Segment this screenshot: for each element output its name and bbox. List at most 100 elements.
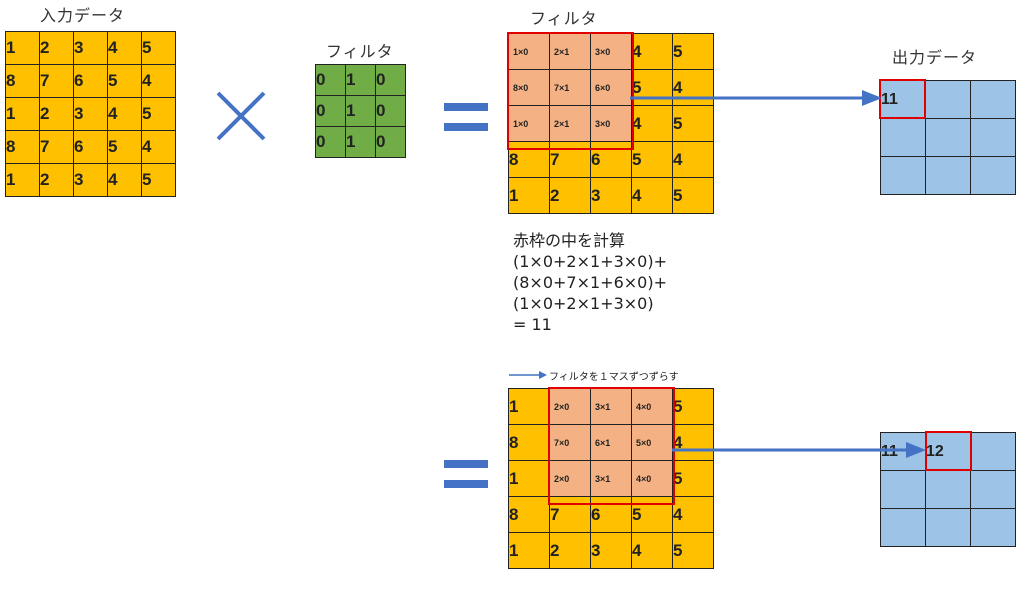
input-cell: 8	[5, 130, 40, 164]
filter-grid: 0 1 0 0 1 0 0 1 0	[315, 64, 406, 158]
input-cell: 1	[5, 97, 40, 131]
filter-label: フィルタ	[326, 42, 394, 61]
step1-grid: 1×0 2×1 3×0 4 5 8×0 7×1 6×0 5 4 1×0 2×1 …	[508, 33, 714, 214]
calculation-text: 赤枠の中を計算 (1×0+2×1+3×0)+ (8×0+7×1+6×0)+ (1…	[513, 230, 667, 335]
input-cell: 5	[107, 64, 142, 98]
input-cell: 5	[141, 163, 176, 197]
grid-cell: 4	[672, 69, 714, 106]
arrow-icon	[672, 442, 926, 458]
input-cell: 1	[5, 163, 40, 197]
grid-cell: 1	[508, 177, 550, 214]
input-cell: 2	[39, 31, 74, 65]
table-row: 0 1 0	[315, 126, 406, 158]
input-cell: 7	[39, 64, 74, 98]
highlight-cell: 1×0	[508, 105, 550, 142]
grid-cell: 6	[590, 496, 632, 533]
output-cell	[925, 470, 971, 509]
grid-cell: 5	[672, 105, 714, 142]
grid-cell: 5	[672, 33, 714, 70]
output-cell	[925, 156, 971, 195]
table-row	[880, 470, 1016, 509]
input-grid: 1 2 3 4 5 8 7 6 5 4 1 2 3 4 5 8 7 6 5 4 …	[5, 31, 176, 197]
table-row	[880, 118, 1016, 157]
calc-line: (8×0+7×1+6×0)+	[513, 273, 667, 292]
input-cell: 4	[107, 31, 142, 65]
filter-cell: 0	[315, 126, 346, 158]
highlight-cell: 5×0	[631, 424, 673, 461]
grid-cell: 4	[631, 532, 673, 569]
red-frame	[548, 387, 675, 505]
filter-top-label: フィルタ	[530, 9, 598, 28]
output-cell	[970, 470, 1016, 509]
table-row: 1 2 3 4 5	[5, 97, 176, 131]
output-cell	[970, 508, 1016, 547]
output-cell	[925, 508, 971, 547]
filter-cell: 0	[375, 95, 406, 127]
filter-cell: 0	[375, 64, 406, 96]
filter-cell: 0	[315, 64, 346, 96]
grid-cell: 5	[672, 388, 714, 425]
grid-cell: 5	[631, 141, 673, 178]
input-cell: 4	[141, 130, 176, 164]
table-row: 1 2 3 4 5	[5, 163, 176, 197]
equals-icon-bottom-bar	[444, 123, 488, 131]
input-data-label: 入力データ	[40, 6, 126, 25]
table-row: 1 2 3 4 5	[508, 177, 714, 214]
output-cell	[880, 508, 926, 547]
highlight-cell: 6×1	[590, 424, 632, 461]
shift-arrow-icon	[509, 371, 547, 379]
table-row: 8 7×0 6×1 5×0 4	[508, 424, 714, 461]
grid-cell: 4	[631, 177, 673, 214]
grid-cell: 1	[508, 388, 550, 425]
grid-cell: 3	[590, 177, 632, 214]
shift-note: フィルタを１マスずつずらす	[549, 372, 679, 383]
equals-icon-top-bar	[444, 103, 488, 111]
calc-line: = 11	[513, 315, 552, 334]
calc-line: (1×0+2×1+3×0)+	[513, 252, 667, 271]
input-cell: 2	[39, 97, 74, 131]
grid-cell: 4	[672, 496, 714, 533]
input-cell: 7	[39, 130, 74, 164]
input-cell: 5	[141, 97, 176, 131]
equals-icon-bottom-bar	[444, 480, 488, 488]
table-row: 8 7 6 5 4	[508, 141, 714, 178]
output-red-frame	[879, 79, 926, 119]
input-cell: 4	[141, 64, 176, 98]
input-cell: 3	[73, 97, 108, 131]
highlight-cell: 2×1	[549, 105, 591, 142]
grid-cell: 5	[672, 177, 714, 214]
grid-cell: 8	[508, 141, 550, 178]
table-row: 8 7 6 5 4	[5, 130, 176, 164]
table-row: 1 2×0 3×1 4×0 5	[508, 388, 714, 425]
highlight-cell: 3×1	[590, 388, 632, 425]
grid-cell: 4	[672, 424, 714, 461]
input-cell: 4	[107, 163, 142, 197]
input-cell: 6	[73, 130, 108, 164]
highlight-cell: 7×1	[549, 69, 591, 106]
highlight-cell: 3×1	[590, 460, 632, 497]
table-row: 1×0 2×1 3×0 4 5	[508, 105, 714, 142]
grid-cell: 4	[631, 33, 673, 70]
table-row	[880, 156, 1016, 195]
output-cell	[925, 80, 971, 119]
grid-cell: 1	[508, 532, 550, 569]
multiply-icon	[216, 91, 266, 141]
grid-cell: 5	[672, 532, 714, 569]
grid-cell: 5	[672, 460, 714, 497]
grid-cell: 1	[508, 460, 550, 497]
grid-cell: 4	[631, 105, 673, 142]
input-cell: 6	[73, 64, 108, 98]
output-cell	[970, 432, 1016, 471]
grid-cell: 2	[549, 532, 591, 569]
output-red-frame	[925, 431, 972, 471]
grid-cell: 8	[508, 424, 550, 461]
filter-cell: 1	[345, 64, 376, 96]
grid-cell: 4	[672, 141, 714, 178]
arrow-icon	[630, 90, 882, 106]
highlight-cell: 6×0	[590, 69, 632, 106]
highlight-cell: 1×0	[508, 33, 550, 70]
grid-cell: 3	[590, 532, 632, 569]
table-row	[880, 508, 1016, 547]
output-cell	[880, 470, 926, 509]
output-cell	[880, 118, 926, 157]
